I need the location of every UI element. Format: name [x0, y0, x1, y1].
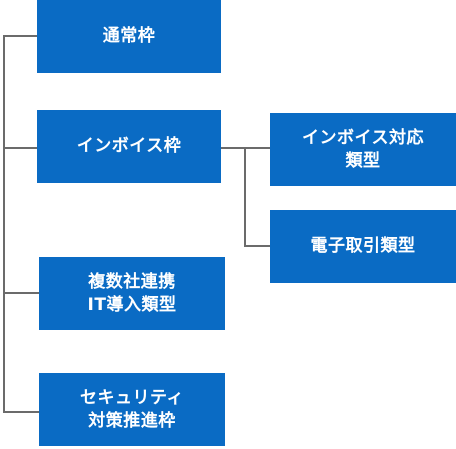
subtype-vertical-connector	[244, 147, 246, 247]
node-security-label-line2: 対策推進枠	[88, 410, 176, 431]
node-tsujo-waku: 通常枠	[37, 0, 221, 73]
node-fukusu-label-line1: 複数社連携	[88, 271, 176, 292]
node-denshi-torihiki-label: 電子取引類型	[310, 236, 416, 256]
node-security-label-line1: セキュリティ	[80, 387, 184, 408]
node-invoice-label: インボイス枠	[76, 136, 182, 156]
connector-to-denshi-torihiki	[244, 245, 270, 247]
node-invoice-taio-ruikei: インボイス対応 類型	[270, 113, 456, 186]
node-denshi-torihiki-ruikei: 電子取引類型	[270, 210, 456, 283]
node-invoice-taio-label-line1: インボイス対応	[302, 127, 424, 148]
node-invoice-taio-label-line2: 類型	[345, 150, 381, 171]
connector-to-tsujo	[3, 35, 37, 37]
node-fukusu-label-line2: IT導入類型	[87, 294, 177, 315]
node-fukusu-renkei: 複数社連携 IT導入類型	[39, 257, 225, 330]
connector-to-security	[3, 411, 39, 413]
node-security-taisaku: セキュリティ 対策推進枠	[39, 373, 225, 446]
main-vertical-connector	[3, 35, 5, 413]
connector-to-fukusu	[3, 292, 39, 294]
node-invoice-waku: インボイス枠	[37, 110, 221, 183]
node-tsujo-label: 通常枠	[102, 26, 156, 46]
connector-to-invoice	[3, 147, 37, 149]
